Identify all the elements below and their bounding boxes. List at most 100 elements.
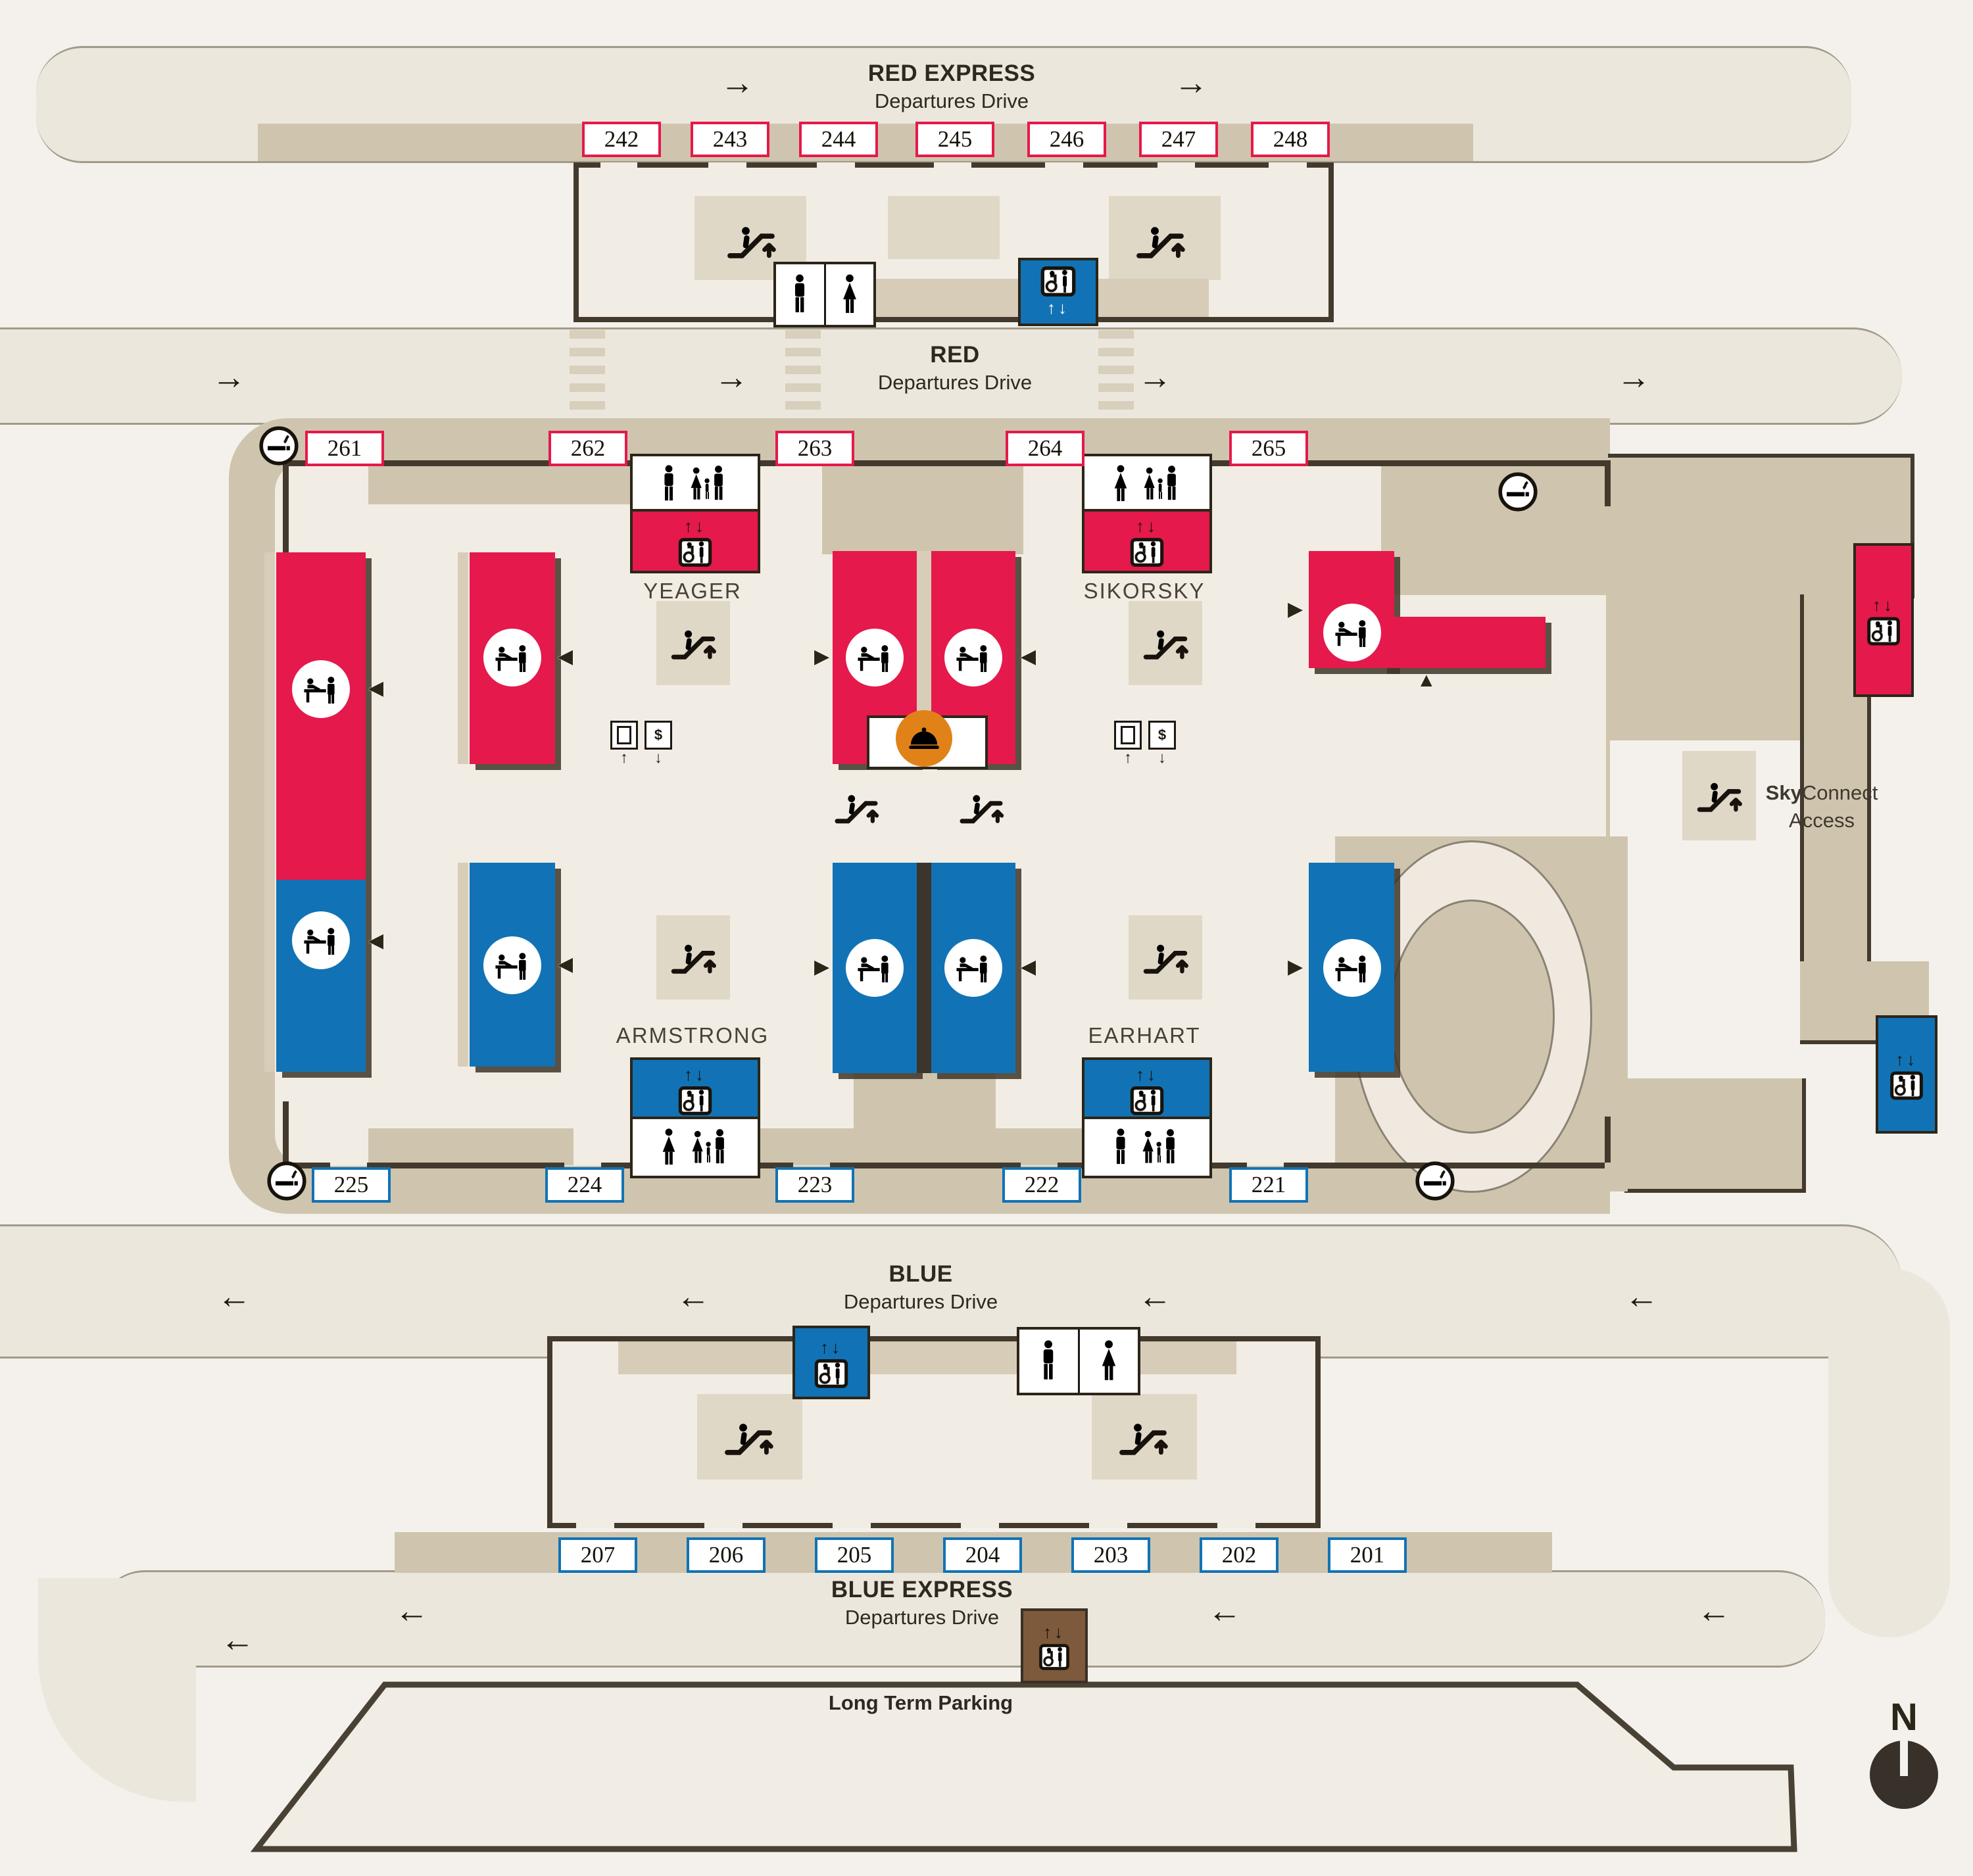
door-number: 201 [1350,1542,1385,1568]
queue-arrow-icon: ◀ [1021,646,1036,667]
door-number: 247 [1161,126,1196,152]
elevator: ↑↓ [1082,1057,1212,1122]
arrow-left-icon: ← [217,1278,251,1316]
building-structure [697,1394,802,1479]
smoking-area-icon [1414,1160,1456,1202]
crosswalk [570,330,605,418]
arrow-left-icon: ← [220,1621,255,1659]
arrow-left-icon: ← [1207,1592,1242,1630]
skyconnect-corridor [1800,961,1929,1044]
elevator: ↑↓ [630,509,760,573]
escalator-icon [721,1414,776,1461]
escalator-icon [955,786,1008,829]
queue-arrow-icon: ◀ [558,646,573,667]
elevator-arrows: ↑↓ [1136,516,1158,536]
restroom [1082,454,1212,514]
family-restroom-icon [689,465,729,503]
arrow-right-icon: → [1617,358,1651,397]
checkin-icon [483,629,541,686]
door-265: 265 [1229,431,1308,466]
door-number: 222 [1024,1172,1060,1197]
escalator-icon [656,915,730,999]
atm-icon: $ [1148,721,1176,750]
door-number: 262 [570,435,606,461]
blue-road-label: BLUE Departures Drive [843,1261,998,1313]
restroom [1082,1117,1212,1178]
checkin-counter-blue [276,880,366,1072]
crosswalk [785,330,821,418]
door-number: 245 [937,126,973,152]
womens-restroom-icon [823,264,874,325]
down-arrow-icon: ↓ [1158,749,1166,767]
door-207: 207 [558,1537,637,1573]
counter-desk-strip [264,552,275,1072]
zone-label-yeager: YEAGER [643,579,742,603]
arrow-right-icon: → [212,358,246,397]
skyconnect-corridor [1608,454,1804,740]
door-205: 205 [815,1537,894,1573]
womens-restroom-icon [1111,465,1130,503]
queue-arrow-icon: ▲ [1417,669,1436,691]
up-arrow-icon: ↑ [1124,749,1132,767]
family-restroom-icon [690,1128,731,1166]
compass-icon [1870,1741,1938,1809]
door-246: 246 [1027,122,1106,157]
skyconnect-elevator-red: ↑↓ [1853,543,1914,697]
door-number: 203 [1093,1542,1129,1568]
zone-label-earhart: EARHART [1088,1023,1201,1047]
terminal-structure [368,1128,573,1165]
blue-express-road [99,1570,1825,1668]
door-number: 265 [1251,435,1286,461]
door-262: 262 [548,431,627,466]
red-road [0,327,1902,425]
terminal-structure [1624,1078,1806,1193]
parking-elevator: ↑↓ [1021,1608,1088,1683]
red-road-label: RED Departures Drive [877,342,1033,394]
atm-icon: $ [645,721,672,750]
elevator-arrows: ↑↓ [1047,297,1069,318]
smoking-area-icon [258,425,300,467]
blue-express-label: BLUE EXPRESS Departures Drive [831,1577,1013,1629]
elevator-arrows: ↑↓ [1895,1049,1918,1069]
door-248: 248 [1251,122,1330,157]
queue-arrow-icon: ◀ [1021,956,1036,978]
terminal-structure [1381,466,1607,595]
womens-restroom-icon [1077,1330,1138,1393]
door-243: 243 [691,122,769,157]
mens-restroom-icon [1113,1128,1129,1166]
mens-restroom-icon [776,264,824,325]
checkin-icon [292,911,350,969]
long-term-parking-lot [250,1681,1797,1852]
terminal-structure [368,466,663,504]
door-number: 263 [797,435,833,461]
arrow-right-icon: → [1138,358,1172,397]
ticket-machine-icon [1121,726,1135,744]
door-number: 243 [712,126,748,152]
door-264: 264 [1006,431,1084,466]
queue-arrow-icon: ◀ [368,677,384,699]
door-247: 247 [1139,122,1218,157]
door-number: 242 [604,126,639,152]
smoking-area-icon [266,1160,308,1202]
escalator-icon [1129,915,1202,999]
door-223: 223 [775,1167,854,1203]
family-restroom-icon [1142,465,1182,503]
restroom [1017,1327,1140,1395]
dining-icon [896,710,952,767]
arrow-right-icon: → [1174,64,1208,102]
door-244: 244 [799,122,878,157]
door-number: 207 [580,1542,616,1568]
down-arrow-icon: ↓ [654,749,662,767]
restroom [773,262,876,327]
arrow-left-icon: ← [395,1592,429,1630]
elevator-arrows: ↑↓ [684,516,706,536]
door-number: 205 [837,1542,872,1568]
elevator: ↑↓ [1082,509,1212,573]
right-connector-road [1828,1269,1950,1637]
escalator-icon [1115,1414,1171,1461]
escalator-icon [1129,601,1202,685]
door-number: 264 [1027,435,1063,461]
building-structure [1109,196,1221,280]
door-221: 221 [1229,1167,1308,1203]
arrow-right-icon: → [720,64,754,102]
